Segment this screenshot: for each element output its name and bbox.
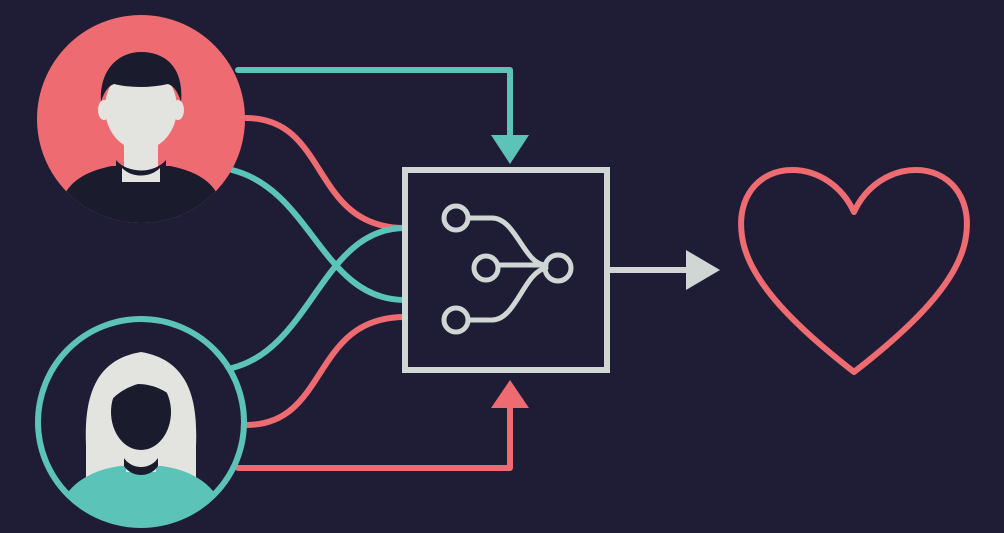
connector-male-teal	[229, 167, 408, 303]
connector-male-coral	[243, 115, 408, 231]
person-female-node	[35, 316, 247, 528]
arrow-up-icon	[491, 380, 529, 408]
heart-icon	[738, 167, 970, 375]
connector-female-coral	[243, 314, 408, 428]
processor-node	[402, 167, 610, 373]
connector-female-teal	[229, 225, 408, 371]
arrow-right-icon	[686, 250, 720, 290]
connectors	[229, 67, 693, 471]
person-male-node	[37, 15, 245, 223]
heart-node	[738, 167, 970, 375]
node-merge-icon	[441, 203, 574, 335]
connector-male-top	[235, 67, 513, 138]
connector-female-bottom	[235, 405, 513, 471]
arrowheads	[491, 135, 720, 408]
arrow-down-icon	[491, 135, 529, 164]
